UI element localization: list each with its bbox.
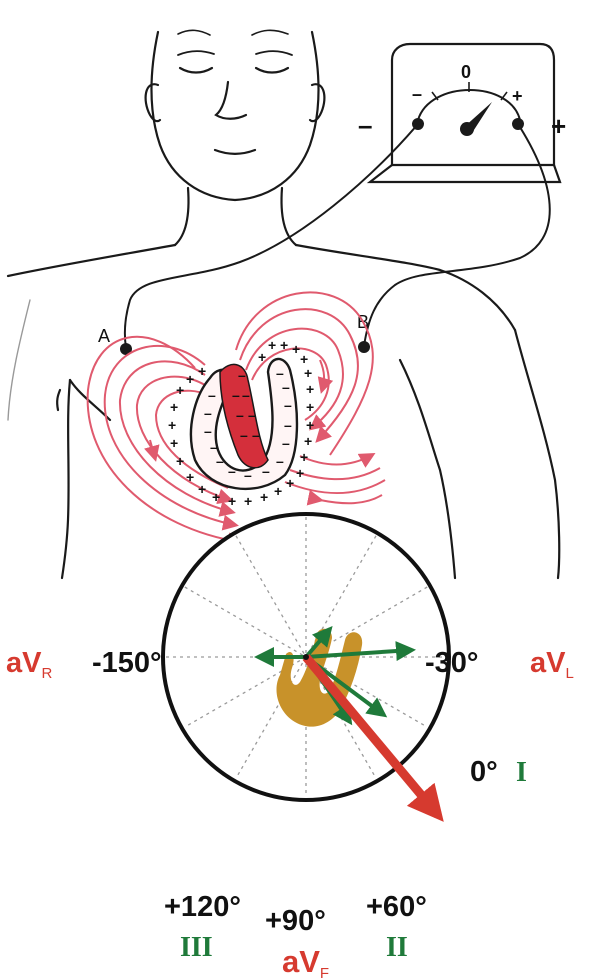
negative-charge: – [284, 417, 292, 433]
negative-charge: – [276, 365, 284, 381]
negative-charge: – [208, 387, 216, 403]
lead-avf-sub: F [320, 965, 329, 980]
meter-minus-outer: – [358, 110, 372, 140]
torso-illustration [8, 30, 559, 578]
negative-charge: – [252, 427, 260, 443]
positive-charge: + [170, 399, 178, 415]
negative-charge: – [248, 407, 256, 423]
positive-charge: + [176, 382, 184, 398]
electrode-a-label: A [98, 326, 110, 346]
meter-plus-inner: + [512, 86, 523, 106]
negative-charge: – [242, 387, 250, 403]
hexaxial-diagram [163, 514, 449, 815]
left-arm [62, 380, 70, 578]
negative-charge: – [282, 379, 290, 395]
negative-charge: – [204, 423, 212, 439]
wire-a [125, 124, 418, 348]
negative-charge: – [232, 387, 240, 403]
origin-dot [303, 654, 309, 660]
electrode-b-dot [358, 341, 370, 353]
meter-pivot [460, 122, 474, 136]
positive-charge: + [296, 465, 304, 481]
lead-avr-main: aV [6, 647, 42, 679]
positive-charge: + [198, 363, 206, 379]
angle-neg30: -30° [425, 647, 479, 679]
left-eye [180, 68, 212, 73]
angle-neg150: -150° [92, 647, 162, 679]
positive-charge: + [304, 433, 312, 449]
lead-avr-label: aVR [6, 647, 52, 682]
negative-charge: – [244, 467, 252, 483]
lead-avf-main: aV [282, 944, 320, 979]
neck-right [282, 188, 296, 245]
negative-charge: – [236, 407, 244, 423]
positive-charge: + [198, 481, 206, 497]
negative-charge: – [240, 427, 248, 443]
lead-avf-label: aVF [282, 944, 329, 980]
mouth [215, 150, 255, 154]
lead-wires [125, 124, 550, 348]
negative-charge: – [284, 397, 292, 413]
positive-charge: + [306, 381, 314, 397]
positive-charge: + [168, 417, 176, 433]
positive-charge: + [212, 489, 220, 505]
left-shoulder [8, 245, 175, 276]
negative-charge: – [276, 453, 284, 469]
meter-zero-label: 0 [461, 62, 471, 82]
positive-charge: + [260, 489, 268, 505]
right-torso [400, 360, 455, 578]
angle-zero: 0° [470, 756, 498, 788]
positive-charge: + [274, 483, 282, 499]
positive-charge: + [244, 493, 252, 509]
lead-avl-label: aVL [530, 647, 574, 682]
lead-ii-label: II [386, 932, 408, 963]
positive-charge: + [304, 365, 312, 381]
lead-iii-label: III [180, 932, 213, 963]
meter-minus-inner: – [412, 84, 422, 104]
positive-charge: + [268, 337, 276, 353]
angle-pos60: +60° [366, 891, 427, 923]
angle-pos90: +90° [265, 905, 326, 937]
meter-base [370, 165, 560, 182]
lead-avr-sub: R [41, 665, 52, 682]
negative-charge: – [262, 463, 270, 479]
negative-charge: – [216, 453, 224, 469]
negative-charge: – [238, 367, 246, 383]
negative-charge: – [282, 435, 290, 451]
positive-charge: + [176, 453, 184, 469]
angle-pos120: +120° [164, 891, 241, 923]
positive-charge: + [300, 449, 308, 465]
meter-plus-outer: + [551, 111, 566, 141]
positive-charge: + [228, 493, 236, 509]
lead-avl-main: aV [530, 647, 566, 679]
positive-charge: + [258, 349, 266, 365]
nose [216, 82, 246, 119]
positive-charge: + [186, 469, 194, 485]
positive-charge: + [306, 417, 314, 433]
lead-avl-sub: L [565, 665, 573, 682]
positive-charge: + [170, 435, 178, 451]
positive-charge: + [300, 351, 308, 367]
lead-i-label: I [516, 757, 527, 788]
galvanometer: 0 – + – + [358, 44, 566, 182]
right-eye [256, 68, 288, 73]
right-shoulder [296, 245, 515, 330]
meter-body [392, 44, 554, 165]
negative-charge: – [204, 405, 212, 421]
positive-charge: + [292, 341, 300, 357]
positive-charge: + [306, 399, 314, 415]
positive-charge: + [286, 475, 294, 491]
head-outline [152, 32, 319, 200]
neck-left [175, 188, 188, 245]
positive-charge: + [186, 371, 194, 387]
positive-charge: + [280, 337, 288, 353]
negative-charge: – [228, 463, 236, 479]
right-arm [515, 330, 559, 578]
